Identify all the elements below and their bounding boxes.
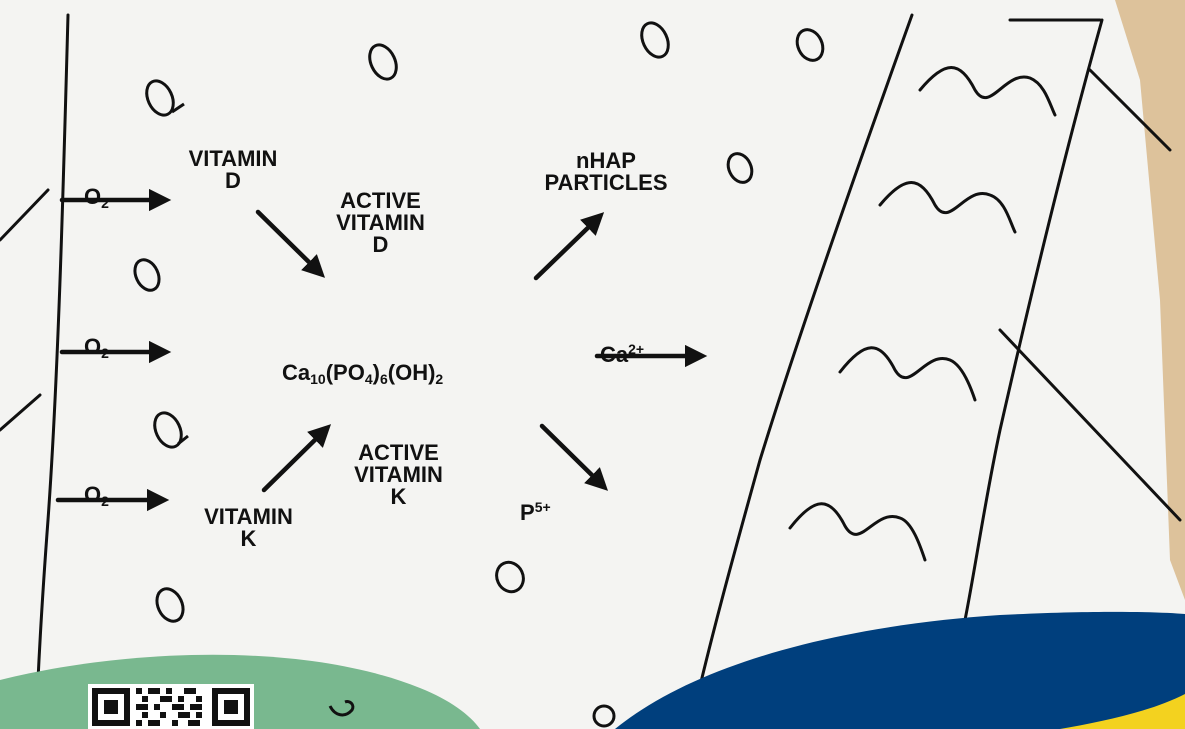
reaction-arrows <box>55 188 708 512</box>
calcium-ion-label: Ca2+ <box>600 341 645 367</box>
bottom-particles <box>328 700 616 728</box>
arrow-vitamin-d-down <box>255 209 326 278</box>
yellow-corner-edge <box>1050 690 1185 729</box>
particle-circles <box>133 21 825 623</box>
o2-label-bottom: O2 <box>84 482 109 510</box>
vitamin-k-label: VITAMIN K <box>204 504 293 551</box>
arrow-vitamin-k-up <box>261 424 332 493</box>
left-vessel-wall <box>0 13 70 729</box>
o2-label-middle: O2 <box>84 334 109 362</box>
squiggle-lines <box>788 66 1057 562</box>
phosphorus-ion-label: P5+ <box>520 499 551 525</box>
nhap-particles-label: nHAP PARTICLES <box>544 148 668 195</box>
active-vitamin-k-label: ACTIVE VITAMIN K <box>354 440 443 509</box>
right-vessel-walls <box>688 13 1182 729</box>
o2-label-top: O2 <box>84 184 109 212</box>
paper-edge-shading <box>1115 0 1185 600</box>
arrow-to-phosphorus <box>539 423 609 491</box>
arrow-to-nhap <box>533 212 605 281</box>
hydroxyapatite-formula: Ca10(PO4)6(OH)2 <box>282 360 444 388</box>
qr-code[interactable] <box>88 684 254 729</box>
active-vitamin-d-label: ACTIVE VITAMIN D <box>336 188 425 257</box>
navy-corner-shape <box>615 611 1185 729</box>
vitamin-d-label: VITAMIN D <box>188 146 278 193</box>
qr-code-pattern <box>92 688 250 726</box>
